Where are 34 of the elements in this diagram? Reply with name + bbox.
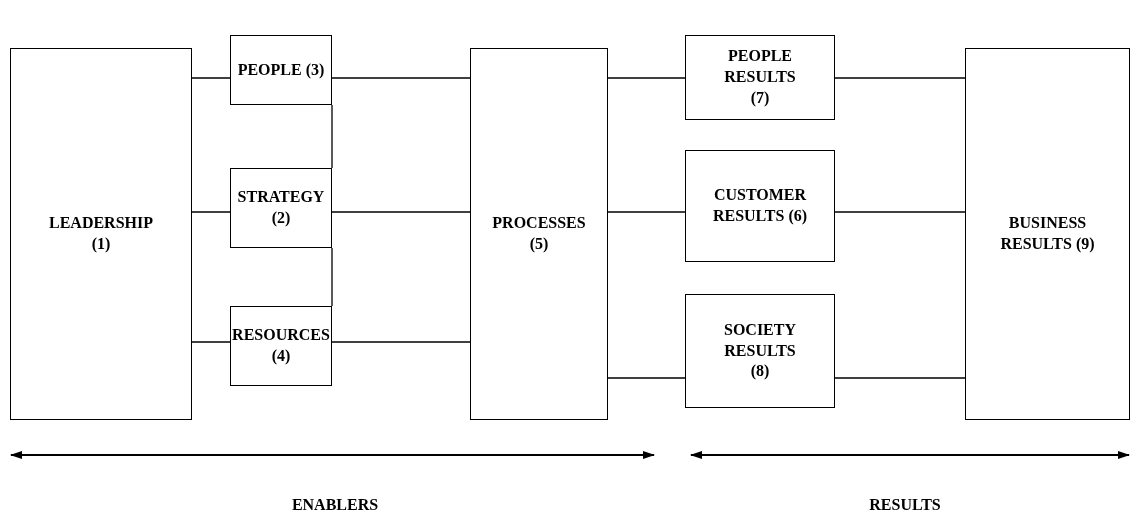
- process-box: [230, 306, 332, 386]
- section-label: RESULTS: [869, 496, 941, 514]
- box-label: RESOURCES (4): [231, 325, 331, 367]
- connector-line: [331, 247, 333, 307]
- process-box: [685, 35, 835, 120]
- connector-line: [331, 104, 333, 169]
- connector-line: [834, 211, 966, 213]
- box-label: PEOPLE RESULTS (7): [723, 46, 797, 109]
- process-box: [685, 150, 835, 262]
- connector-line: [331, 341, 471, 343]
- box-label: CUSTOMER RESULTS (6): [711, 185, 809, 227]
- connector-line: [607, 211, 686, 213]
- process-box: [965, 48, 1130, 420]
- process-box: [10, 48, 192, 420]
- process-box: [685, 294, 835, 408]
- box-label: SOCIETY RESULTS (8): [723, 319, 797, 382]
- box-label: BUSINESS RESULTS (9): [999, 213, 1096, 255]
- connector-line: [607, 77, 686, 79]
- connector-line: [191, 341, 231, 343]
- connector-line: [191, 77, 231, 79]
- box-label: LEADERSHIP (1): [48, 213, 154, 255]
- box-label: PROCESSES (5): [491, 213, 587, 255]
- box-label: STRATEGY (2): [236, 187, 326, 229]
- box-label: PEOPLE (3): [237, 59, 325, 81]
- connector-line: [331, 211, 471, 213]
- connector-line: [191, 211, 231, 213]
- connector-line: [834, 77, 966, 79]
- process-box: [470, 48, 608, 420]
- connector-line: [607, 377, 686, 379]
- process-box: [230, 168, 332, 248]
- connector-line: [834, 377, 966, 379]
- process-box: [230, 35, 332, 105]
- section-label: ENABLERS: [291, 496, 379, 514]
- connector-line: [331, 77, 471, 79]
